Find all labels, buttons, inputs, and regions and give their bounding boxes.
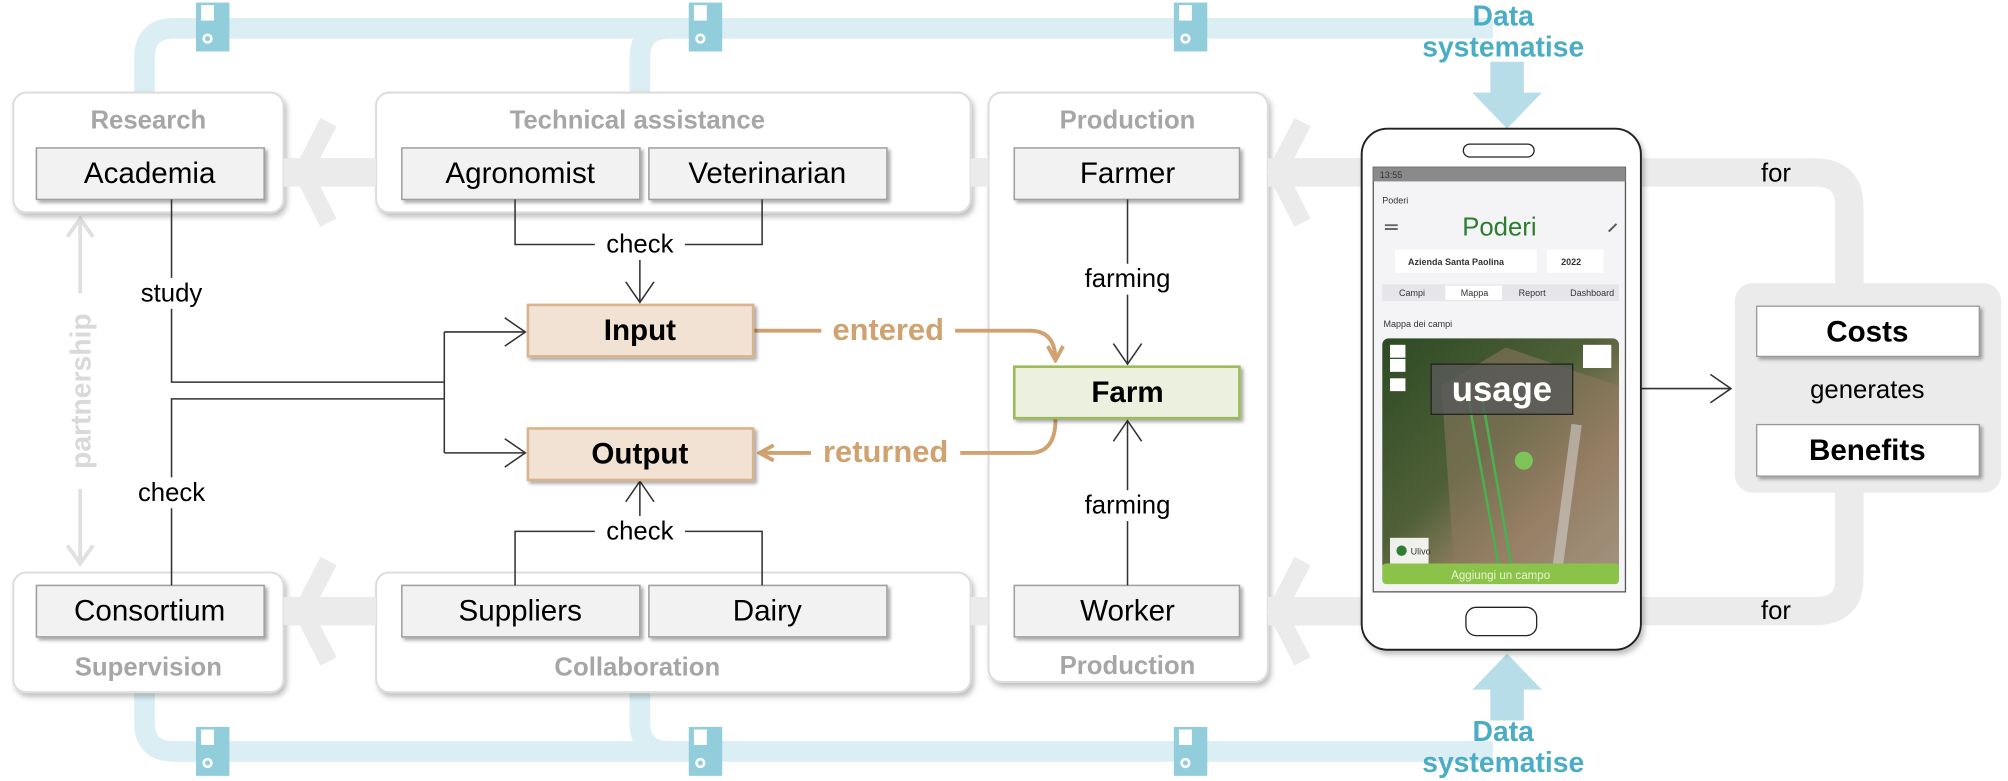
menu-icon[interactable] <box>1384 224 1398 230</box>
farming-bottom-label: farming <box>1085 492 1171 520</box>
supervision-title: Supervision <box>75 653 222 681</box>
svg-text:Output: Output <box>591 438 688 471</box>
farm-select-value: Azienda Santa Paolina <box>1408 257 1505 267</box>
data-systematise-bottom-line1: Data <box>1473 715 1535 747</box>
data-systematise-bottom-line2: systematise <box>1422 746 1584 778</box>
app-bar-title: Poderi <box>1382 195 1408 205</box>
home-button[interactable] <box>1465 606 1538 637</box>
entered-label: entered <box>832 312 943 347</box>
returned-label: returned <box>823 434 948 469</box>
svg-text:Worker: Worker <box>1080 595 1175 628</box>
poderi-logo: Poderi <box>1462 213 1536 241</box>
benefits-box: Benefits <box>1756 423 1980 477</box>
svg-text:Consortium: Consortium <box>74 595 225 628</box>
generates-label: generates <box>1810 376 1924 404</box>
edit-icon[interactable] <box>1608 223 1618 233</box>
research-title: Research <box>90 107 206 135</box>
svg-text:Farmer: Farmer <box>1080 157 1175 190</box>
actor-academia: Academia <box>35 147 265 201</box>
output-box: Output <box>526 427 755 482</box>
production-title-top: Production <box>1060 107 1196 135</box>
data-pipe-top <box>134 18 1493 103</box>
data-systematise-top-line2: systematise <box>1422 31 1584 63</box>
check-technical-label: check <box>606 230 673 258</box>
year-select-value: 2022 <box>1561 257 1581 267</box>
add-field-label: Aggiungi un campo <box>1451 570 1550 582</box>
input-box: Input <box>526 303 755 358</box>
smartphone: 13:55 Poderi Poderi Azienda Santa Paolin… <box>1360 127 1642 651</box>
partnership-arrow: partnership <box>62 215 99 567</box>
technical-assistance-title: Technical assistance <box>510 107 765 135</box>
collaboration-title: Collaboration <box>554 653 720 681</box>
svg-text:Academia: Academia <box>84 157 216 190</box>
floppy-icons <box>195 2 1208 776</box>
speaker-slot <box>1462 143 1535 158</box>
floppy-disk-icon <box>195 726 230 776</box>
partnership-label: partnership <box>64 313 96 469</box>
svg-text:Farm: Farm <box>1091 376 1163 409</box>
actor-veterinarian: Veterinarian <box>648 147 888 201</box>
svg-text:Suppliers: Suppliers <box>459 595 582 628</box>
svg-text:Agronomist: Agronomist <box>445 157 595 190</box>
actor-farmer: Farmer <box>1013 147 1241 201</box>
actor-suppliers: Suppliers <box>401 584 641 638</box>
tab-dashboard[interactable]: Dashboard <box>1570 288 1614 298</box>
layers-button[interactable] <box>1582 344 1612 368</box>
section-title: Mappa dei campi <box>1384 319 1453 329</box>
floppy-disk-icon <box>1173 726 1208 776</box>
actor-dairy: Dairy <box>648 584 888 638</box>
tab-mappa[interactable]: Mappa <box>1461 288 1489 298</box>
svg-text:Costs: Costs <box>1826 315 1908 348</box>
for-top-label: for <box>1761 160 1791 188</box>
zoom-out-button[interactable] <box>1389 358 1406 372</box>
actor-consortium: Consortium <box>35 584 265 638</box>
status-time: 13:55 <box>1380 170 1403 180</box>
farm-box: Farm <box>1013 365 1241 420</box>
map-legend: Ulivo <box>1411 547 1431 557</box>
svg-text:Benefits: Benefits <box>1809 434 1926 467</box>
zoom-in-button[interactable] <box>1389 344 1406 358</box>
down-arrow-icon <box>1472 61 1542 129</box>
check-consortium-label: check <box>138 479 205 507</box>
svg-text:Input: Input <box>604 314 676 347</box>
for-bottom-label: for <box>1761 597 1791 625</box>
svg-text:Dairy: Dairy <box>733 595 802 628</box>
data-systematise-top-line1: Data <box>1473 0 1535 32</box>
usage-label: usage <box>1452 371 1552 409</box>
actor-agronomist: Agronomist <box>401 147 641 201</box>
data-pipe-bottom <box>134 688 1493 762</box>
floppy-disk-icon <box>688 2 723 52</box>
production-title-bottom: Production <box>1060 652 1196 680</box>
tab-report[interactable]: Report <box>1519 288 1547 298</box>
usage-label-box <box>1430 363 1574 415</box>
floppy-disk-icon <box>688 726 723 776</box>
orange-flows <box>753 313 1055 470</box>
farm-select[interactable] <box>1395 249 1537 273</box>
study-label: study <box>141 279 203 307</box>
add-field-button[interactable] <box>1382 563 1620 585</box>
tab-campi[interactable]: Campi <box>1399 288 1425 298</box>
year-select[interactable] <box>1546 249 1604 273</box>
actor-worker: Worker <box>1013 584 1241 638</box>
check-collaboration-label: check <box>606 517 673 545</box>
floppy-disk-icon <box>195 2 230 52</box>
up-arrow-icon <box>1472 653 1542 721</box>
floppy-disk-icon <box>1173 2 1208 52</box>
farming-top-label: farming <box>1085 265 1171 293</box>
costs-box: Costs <box>1756 305 1980 358</box>
svg-text:Veterinarian: Veterinarian <box>688 157 846 190</box>
fullscreen-button[interactable] <box>1389 378 1406 392</box>
